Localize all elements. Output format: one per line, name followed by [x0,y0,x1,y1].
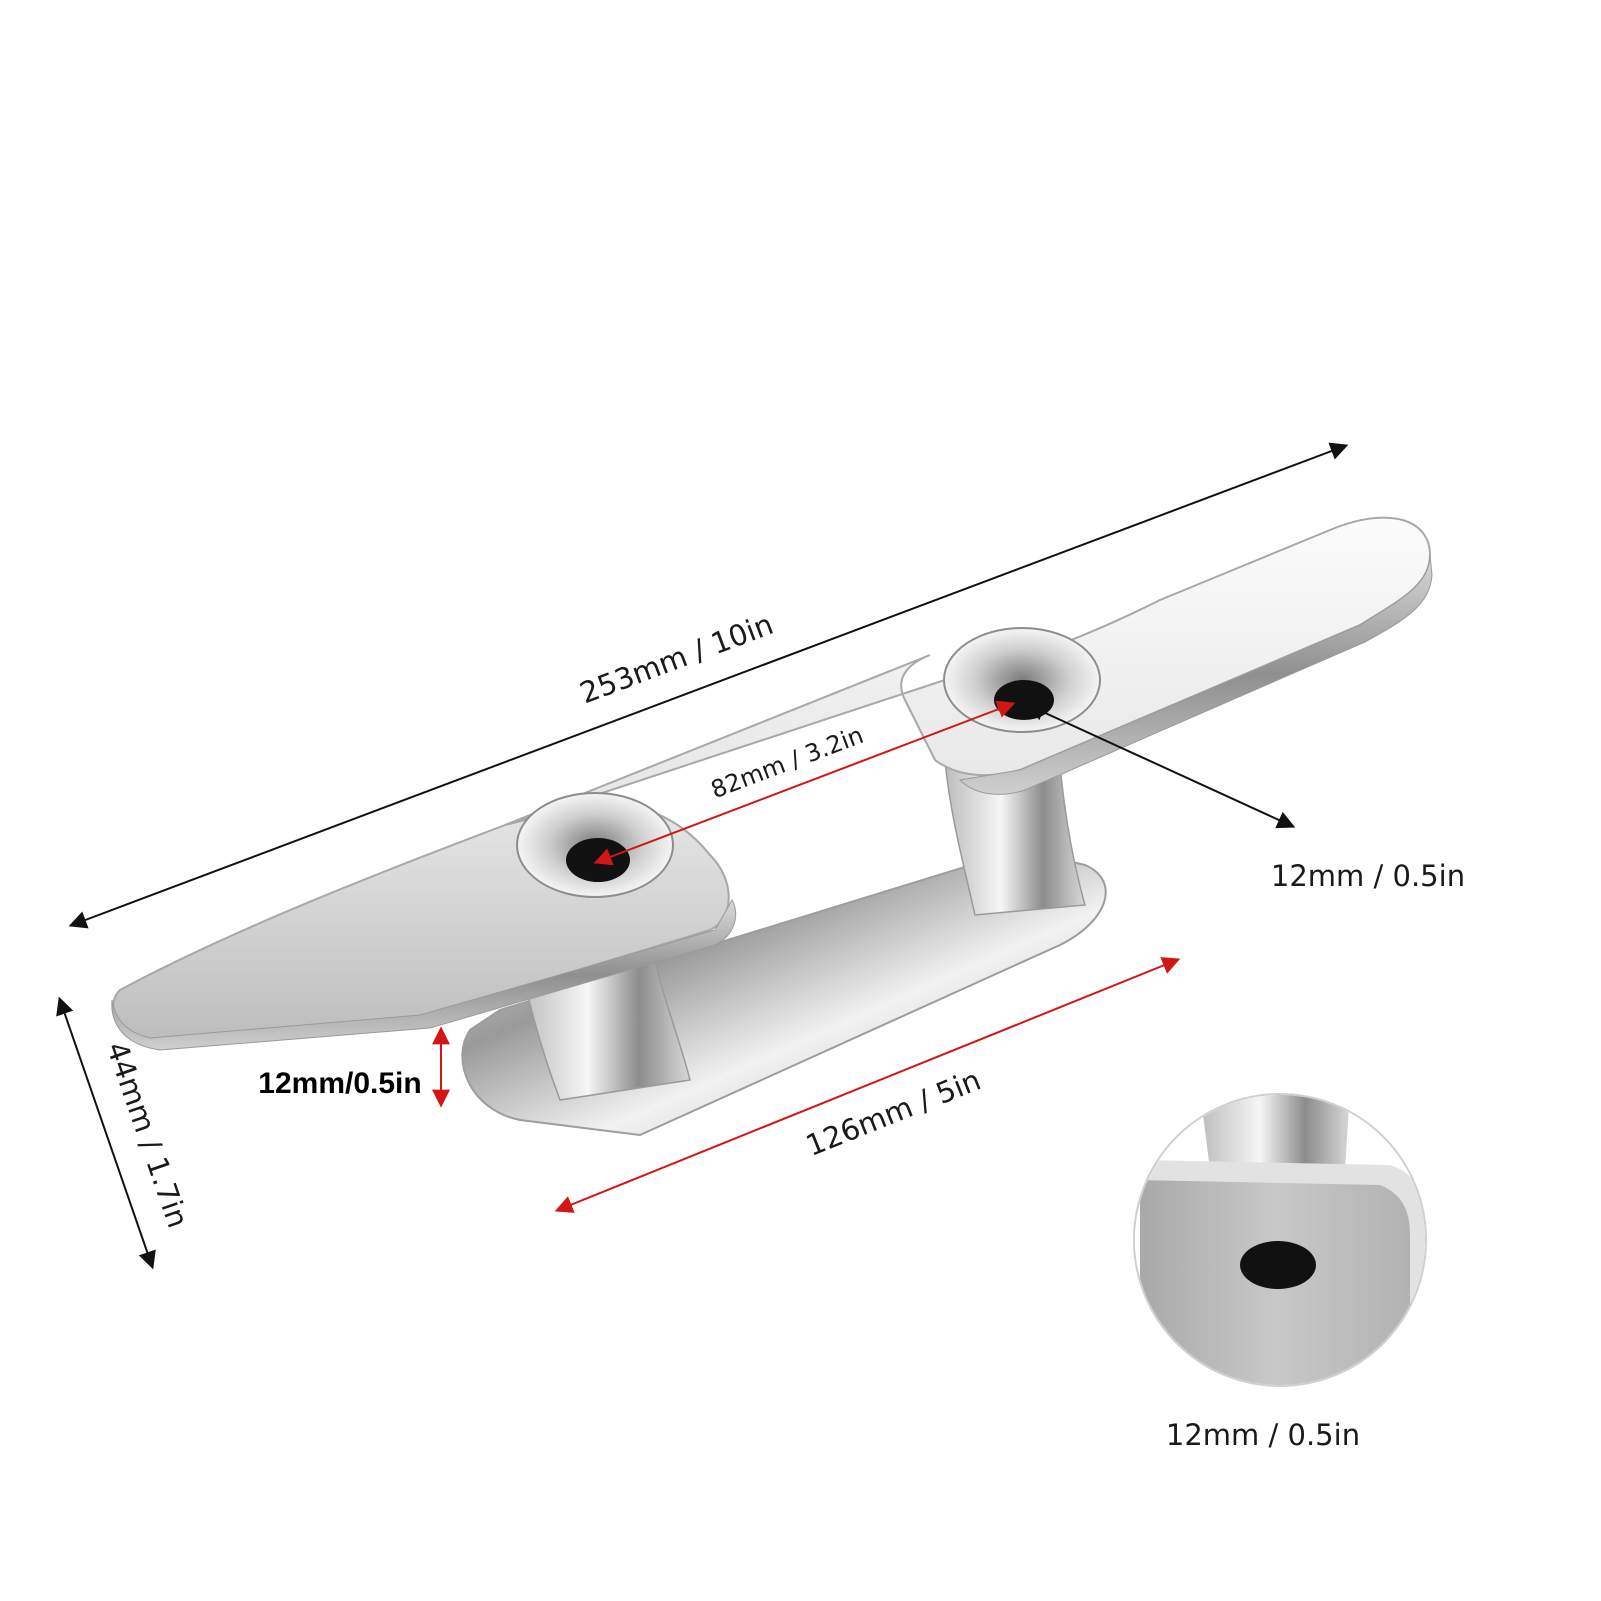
label-base-length: 126mm / 5in [801,1063,985,1163]
arrow-overall-length [68,442,1349,929]
mounting-hole-right [943,627,1101,733]
bottom-view-inset [1133,1093,1427,1387]
label-height: 44mm / 1.7in [100,1037,195,1232]
cleat-illustration [111,516,1433,1137]
dimension-arrows [56,442,1349,1270]
label-hole-diameter-bottom: 12mm / 0.5in [1166,1418,1360,1452]
arrow-hole-diameter-top [1026,703,1296,829]
arrow-base-length [554,957,1181,1213]
label-hole-diameter-top: 12mm / 0.5in [1271,859,1465,893]
bottom-hole [1240,1241,1316,1289]
mounting-hole-left [516,792,674,898]
label-base-thickness: 12mm/0.5in [258,1067,421,1100]
label-hole-spacing: 82mm / 3.2in [707,721,867,804]
arrow-hole-spacing [593,700,1016,866]
arrow-height [56,996,156,1270]
label-overall-length: 253mm / 10in [575,607,777,710]
